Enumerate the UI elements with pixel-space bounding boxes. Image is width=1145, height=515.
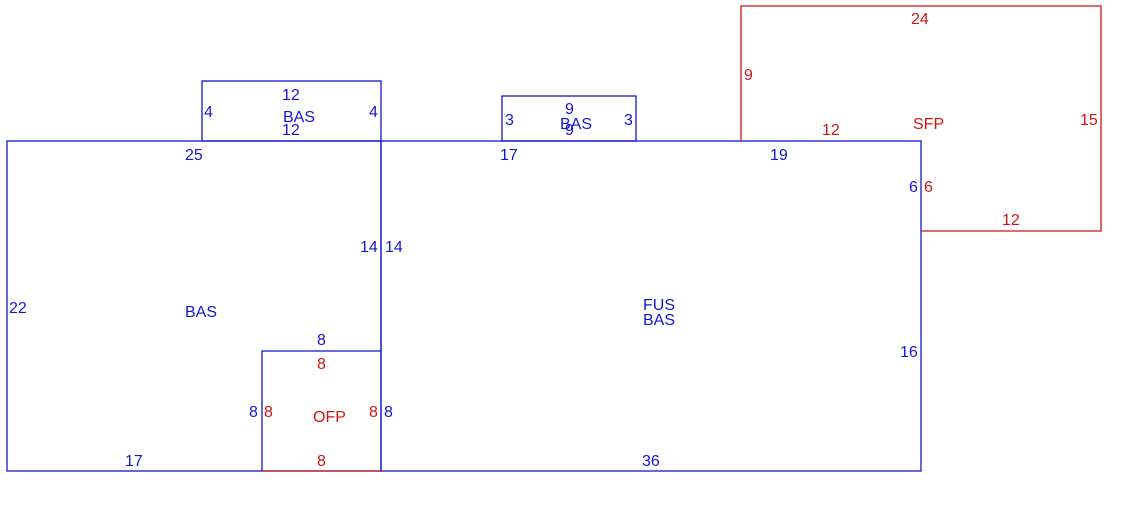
dim-bas-main-right-upper: 6: [909, 179, 918, 196]
sfp-area-label: SFP: [913, 116, 944, 133]
dim-ofp-top-red: 8: [317, 356, 326, 373]
dim-bas-left-left: 22: [9, 300, 27, 317]
ofp-blue-edges: [261, 350, 381, 471]
bas-main-outline: [380, 140, 922, 472]
bas-main-area-label: BAS: [643, 312, 675, 329]
bas-left-area-label: BAS: [185, 304, 217, 321]
dim-bas-top-mid-right: 3: [624, 112, 633, 129]
dim-ofp-right-blue: 8: [384, 404, 393, 421]
dim-bas-main-right-lower: 16: [900, 344, 918, 361]
dim-ofp-right-red: 8: [369, 404, 378, 421]
dim-bas-main-top-b: 19: [770, 147, 788, 164]
dim-ofp-bottom: 8: [317, 453, 326, 470]
bas-top-mid-area-label: BAS: [560, 116, 592, 133]
dim-sfp-right: 15: [1080, 112, 1098, 129]
dim-bas-main-left-upper: 14: [385, 239, 403, 256]
dim-sfp-left: 9: [744, 67, 753, 84]
dim-bas-top-mid-bottom: 9: [565, 122, 574, 139]
sfp-outline: [740, 5, 1102, 232]
dim-ofp-left-red: 8: [264, 404, 273, 421]
ofp-area-label: OFP: [313, 409, 346, 426]
dim-bas-top-left-top: 12: [282, 87, 300, 104]
dim-bas-left-right-upper: 14: [360, 239, 378, 256]
dim-bas-main-top-a: 17: [500, 147, 518, 164]
dim-bas-left-bottom: 17: [125, 453, 143, 470]
dim-sfp-inner-left: 6: [924, 179, 933, 196]
dim-sfp-bottom: 12: [1002, 212, 1020, 229]
dim-bas-top-mid-left: 3: [505, 112, 514, 129]
bas-top-left-outline: [201, 80, 382, 142]
bas-top-left-area-label: BAS: [283, 109, 315, 126]
dim-ofp-top-blue: 8: [317, 332, 326, 349]
dim-sfp-inner-bottom: 12: [822, 122, 840, 139]
dim-bas-top-left-left: 4: [204, 104, 213, 121]
fus-area-label: FUS: [643, 297, 675, 314]
dim-bas-main-bottom: 36: [642, 453, 660, 470]
dim-bas-top-left-bottom: 12: [282, 122, 300, 139]
dim-bas-top-left-right: 4: [369, 104, 378, 121]
dim-bas-left-top: 25: [185, 147, 203, 164]
dim-ofp-left-blue: 8: [249, 404, 258, 421]
dim-sfp-top: 24: [911, 11, 929, 28]
dim-bas-top-mid-top: 9: [565, 101, 574, 118]
